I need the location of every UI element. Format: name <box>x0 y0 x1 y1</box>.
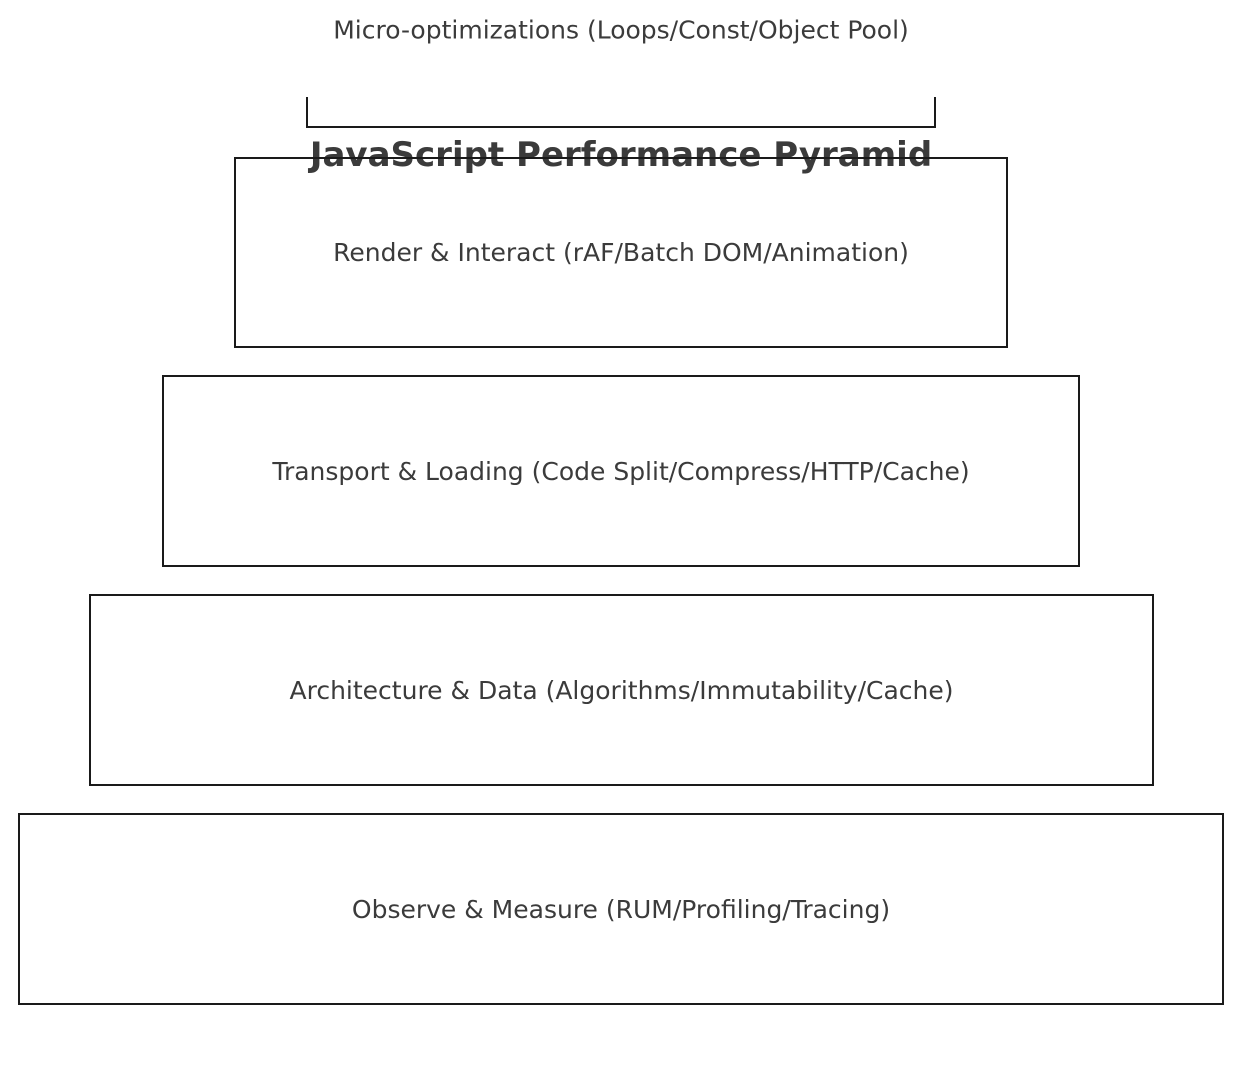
diagram-title: JavaScript Performance Pyramid <box>309 135 933 175</box>
pyramid-level-5-label: Observe & Measure (RUM/Profiling/Tracing… <box>351 894 891 924</box>
pyramid-level-1-box <box>306 97 936 128</box>
pyramid-level-3-box: Transport & Loading (Code Split/Compress… <box>162 375 1080 567</box>
pyramid-level-4-box: Architecture & Data (Algorithms/Immutabi… <box>89 594 1154 786</box>
pyramid-level-1-label: Micro-optimizations (Loops/Const/Object … <box>333 15 909 45</box>
pyramid-level-5-box: Observe & Measure (RUM/Profiling/Tracing… <box>18 813 1224 1005</box>
pyramid-level-2-label: Render & Interact (rAF/Batch DOM/Animati… <box>333 238 909 267</box>
pyramid-level-4-label: Architecture & Data (Algorithms/Immutabi… <box>289 675 954 705</box>
pyramid-level-3-label: Transport & Loading (Code Split/Compress… <box>272 456 970 486</box>
pyramid-level-2-box: Render & Interact (rAF/Batch DOM/Animati… <box>234 157 1008 348</box>
